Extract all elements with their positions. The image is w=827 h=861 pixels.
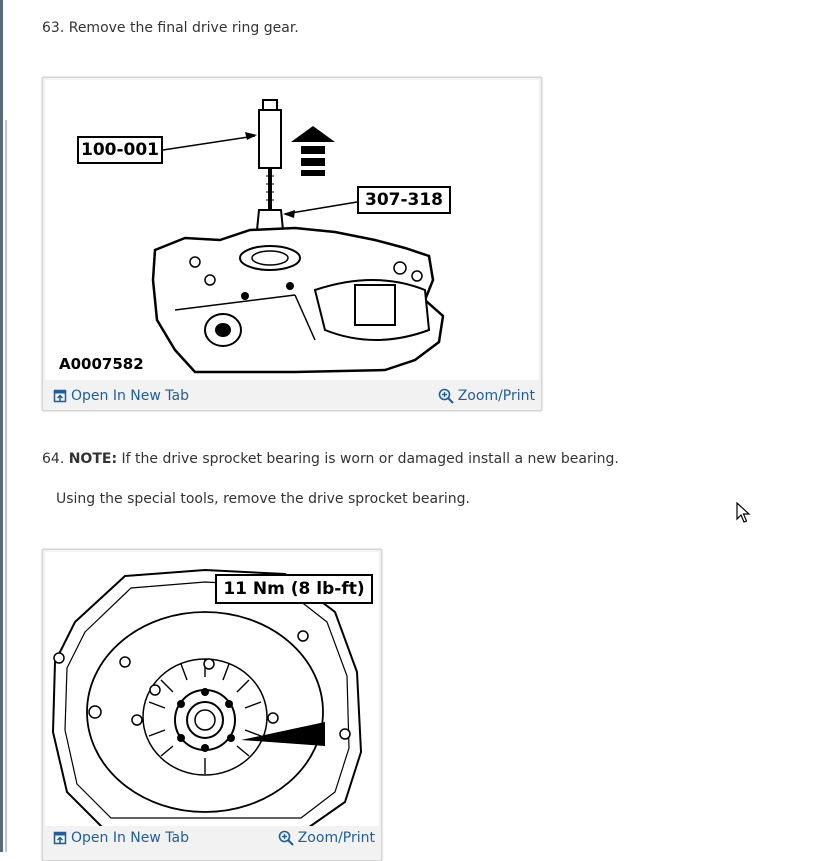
window-border bbox=[0, 0, 3, 852]
tool-label-100-001: 100-001 bbox=[77, 136, 163, 164]
illustration-ring-gear-removal: 100-001 307-318 A0007582 bbox=[45, 80, 539, 380]
figure-toolbar: Open In New Tab Zoom/Print bbox=[43, 826, 381, 852]
open-in-new-tab-icon bbox=[53, 831, 67, 845]
note-label: NOTE: bbox=[68, 451, 118, 467]
zoom-icon bbox=[278, 830, 294, 846]
torque-label: 11 Nm (8 lb-ft) bbox=[215, 574, 373, 604]
step-number: 63. bbox=[42, 20, 65, 36]
left-window-edge bbox=[0, 0, 8, 852]
note-text: If the drive sprocket bearing is worn or… bbox=[121, 451, 619, 467]
image-id-label: A0007582 bbox=[59, 355, 144, 373]
step-text: Remove the final drive ring gear. bbox=[68, 20, 299, 36]
open-in-new-tab-label: Open In New Tab bbox=[71, 388, 189, 404]
sprocket-bearing-drawing bbox=[51, 568, 363, 830]
figure-ring-gear-removal: 100-001 307-318 A0007582 Open In New Tab… bbox=[42, 77, 542, 411]
ring-gear-drawing bbox=[151, 99, 445, 374]
step-64: 64. NOTE: If the drive sprocket bearing … bbox=[42, 450, 619, 468]
zoom-print-label: Zoom/Print bbox=[297, 830, 375, 846]
figure-toolbar: Open In New Tab Zoom/Print bbox=[43, 384, 541, 410]
step-number: 64. bbox=[42, 451, 65, 467]
figure-drive-sprocket-bearing: 11 Nm (8 lb-ft) Open In New Tab Zoom/Pri… bbox=[42, 549, 382, 861]
open-in-new-tab-label: Open In New Tab bbox=[71, 830, 189, 846]
tool-label-307-318: 307-318 bbox=[357, 186, 451, 214]
illustration-drive-sprocket-bearing: 11 Nm (8 lb-ft) bbox=[45, 552, 379, 830]
step-64-body: Using the special tools, remove the driv… bbox=[56, 491, 470, 507]
zoom-print-link[interactable]: Zoom/Print bbox=[438, 388, 535, 404]
zoom-icon bbox=[438, 388, 454, 404]
open-in-new-tab-link[interactable]: Open In New Tab bbox=[53, 388, 189, 404]
zoom-print-link[interactable]: Zoom/Print bbox=[278, 830, 375, 846]
mouse-pointer-icon bbox=[736, 502, 751, 523]
zoom-print-label: Zoom/Print bbox=[457, 388, 535, 404]
step-63: 63. Remove the final drive ring gear. bbox=[42, 19, 299, 37]
open-in-new-tab-icon bbox=[53, 389, 67, 403]
scroll-gutter bbox=[5, 120, 7, 852]
open-in-new-tab-link[interactable]: Open In New Tab bbox=[53, 830, 189, 846]
